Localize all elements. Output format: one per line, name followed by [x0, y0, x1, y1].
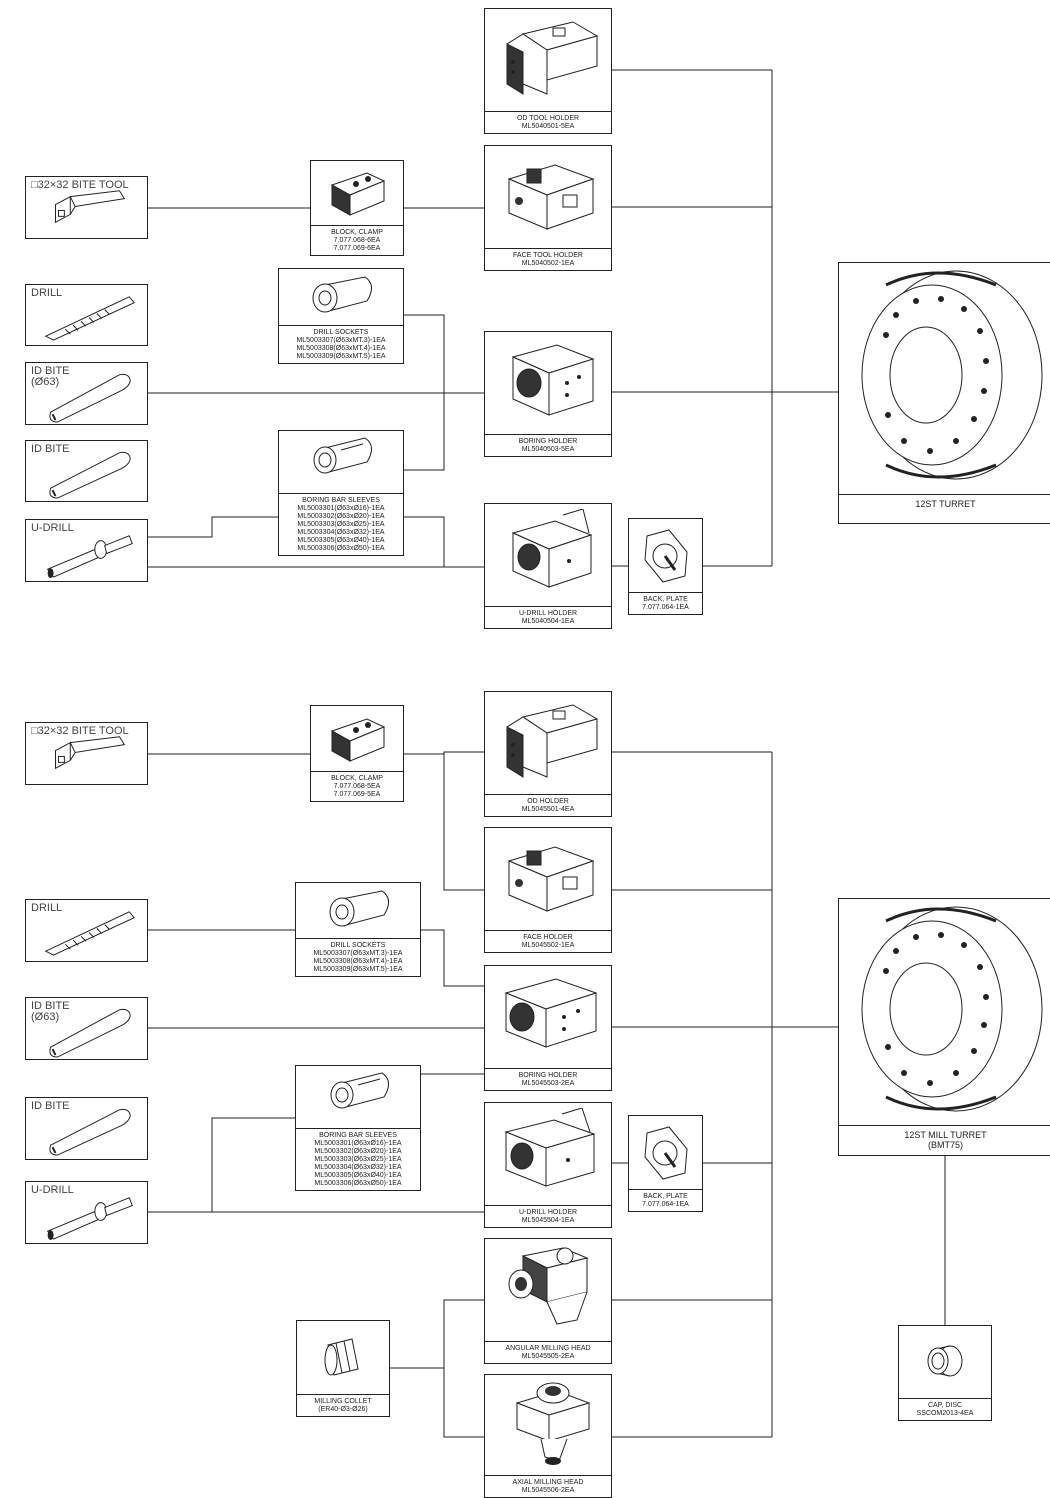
sleeve-icon [330, 1072, 389, 1109]
holder-boring[interactable]: BORING HOLDER ML5045503-2EA [484, 965, 612, 1091]
boring-holder-icon [511, 344, 595, 416]
holder-caption: FACE HOLDER ML5045502-1EA [485, 930, 611, 952]
tool-label: U-DRILL [31, 522, 74, 534]
tool-label: □32×32 BITE TOOL [31, 179, 129, 191]
accessory-block-clamp[interactable]: BLOCK, CLAMP 7.077.068-5EA 7.077.069-5EA [310, 705, 404, 802]
tool-label: □32×32 BITE TOOL [31, 725, 129, 737]
collet-icon [324, 1337, 359, 1376]
boring-holder-icon [504, 978, 598, 1048]
tool-label: ID BITE (Ø63) [31, 365, 70, 388]
holder-caption: FACE TOOL HOLDER ML5040502-1EA [485, 248, 611, 270]
udrill-holder-icon [511, 509, 593, 588]
tool-label: ID BITE (Ø63) [31, 1000, 70, 1023]
accessory-caption: BACK, PLATE 7.077.064-1EA [629, 1189, 702, 1211]
accessory-caption: BLOCK, CLAMP 7.077.068-5EA 7.077.069-5EA [311, 771, 403, 801]
turret-12st[interactable]: 12ST TURRET [838, 262, 1050, 524]
drill-socket-icon [312, 276, 372, 313]
face-holder-icon [507, 846, 595, 912]
accessory-drill-sockets[interactable]: DRILL SOCKETS ML5003307(Ø63xMT.3)-1EA ML… [295, 882, 421, 977]
drill-icon [44, 296, 135, 341]
holder-caption: ANGULAR MILLING HEAD ML5045505-2EA [485, 1341, 611, 1363]
clamp-block-icon [330, 717, 386, 762]
cap-caption: CAP, DISC SSCOM2013-4EA [899, 1398, 991, 1420]
tool-id-bite-63[interactable]: ID BITE (Ø63) [25, 997, 148, 1060]
accessory-boring-bar-sleeves[interactable]: BORING BAR SLEEVES ML5003301(Ø63xØ16)-1E… [295, 1065, 421, 1191]
axial-head-icon [515, 1382, 591, 1465]
accessory-caption: MILLING COLLET (ER40-Ø3-Ø26) [297, 1394, 389, 1416]
turret-caption: 12ST MILL TURRET (BMT75) [839, 1125, 1050, 1155]
tool-drill[interactable]: DRILL [25, 899, 148, 962]
drill-socket-icon [329, 889, 389, 926]
u-drill-icon [46, 535, 133, 579]
cap-disc-icon [927, 1345, 963, 1377]
accessory-caption: BORING BAR SLEEVES ML5003301(Ø63xØ16)-1E… [279, 493, 403, 555]
tool-label: ID BITE [31, 1100, 70, 1112]
holder-caption: BORING HOLDER ML5040503-5EA [485, 434, 611, 456]
back-plate-icon [643, 528, 688, 583]
accessory-caption: BACK, PLATE 7.077.064-1EA [629, 592, 702, 614]
turret-icon [861, 270, 1042, 480]
tool-u-drill[interactable]: U-DRILL [25, 519, 148, 582]
holder-caption: OD HOLDER ML5045501-4EA [485, 794, 611, 816]
accessory-back-plate[interactable]: BACK, PLATE 7.077.064-1EA [628, 1115, 703, 1212]
accessory-caption: BORING BAR SLEEVES ML5003301(Ø63xØ16)-1E… [296, 1128, 420, 1190]
accessory-back-plate[interactable]: BACK, PLATE 7.077.064-1EA [628, 518, 703, 615]
accessory-caption: DRILL SOCKETS ML5003307(Ø63xMT.3)-1EA ML… [296, 938, 420, 976]
tool-label: ID BITE [31, 443, 70, 455]
holder-caption: AXIAL MILLING HEAD ML5045506-2EA [485, 1475, 611, 1497]
holder-angular-milling-head[interactable]: ANGULAR MILLING HEAD ML5045505-2EA [484, 1238, 612, 1364]
angular-head-icon [508, 1247, 589, 1325]
id-bite-icon [49, 1008, 131, 1058]
turret-12st-mill[interactable]: 12ST MILL TURRET (BMT75) [838, 898, 1050, 1156]
holder-od-tool[interactable]: OD TOOL HOLDER ML5040501-5EA [484, 8, 612, 134]
tool-id-bite-63[interactable]: ID BITE (Ø63) [25, 362, 148, 425]
holder-od[interactable]: OD HOLDER ML5045501-4EA [484, 691, 612, 817]
holder-axial-milling-head[interactable]: AXIAL MILLING HEAD ML5045506-2EA [484, 1374, 612, 1498]
holder-caption: U-DRILL HOLDER ML5040504-1EA [485, 606, 611, 628]
accessory-drill-sockets[interactable]: DRILL SOCKETS ML5003307(Ø63xMT.3)-1EA ML… [278, 268, 404, 364]
holder-u-drill[interactable]: U-DRILL HOLDER ML5040504-1EA [484, 503, 612, 629]
od-holder-icon [506, 704, 599, 778]
tool-id-bite[interactable]: ID BITE [25, 440, 148, 502]
bite-tool-icon [55, 736, 126, 770]
turret-caption: 12ST TURRET [839, 494, 1050, 523]
accessory-milling-collet[interactable]: MILLING COLLET (ER40-Ø3-Ø26) [296, 1320, 390, 1417]
tool-bite-tool[interactable]: □32×32 BITE TOOL [25, 722, 148, 785]
udrill-holder-icon [504, 1108, 596, 1187]
tool-id-bite[interactable]: ID BITE [25, 1097, 148, 1160]
accessory-block-clamp[interactable]: BLOCK, CLAMP 7.077.068-6EA 7.077.069-6EA [310, 160, 404, 256]
accessory-boring-bar-sleeves[interactable]: BORING BAR SLEEVES ML5003301(Ø63xØ16)-1E… [278, 430, 404, 556]
tool-label: DRILL [31, 902, 63, 914]
cap-disc[interactable]: CAP, DISC SSCOM2013-4EA [898, 1325, 992, 1421]
tool-bite-tool[interactable]: □32×32 BITE TOOL [25, 176, 148, 239]
u-drill-icon [46, 1197, 133, 1241]
holder-face-tool[interactable]: FACE TOOL HOLDER ML5040502-1EA [484, 145, 612, 271]
holder-caption: BORING HOLDER ML5045503-2EA [485, 1068, 611, 1090]
accessory-caption: BLOCK, CLAMP 7.077.068-6EA 7.077.069-6EA [311, 225, 403, 255]
id-bite-icon [49, 451, 131, 499]
tool-drill[interactable]: DRILL [25, 284, 148, 346]
accessory-caption: DRILL SOCKETS ML5003307(Ø63xMT.3)-1EA ML… [279, 325, 403, 363]
holder-u-drill[interactable]: U-DRILL HOLDER ML5045504-1EA [484, 1102, 612, 1228]
face-holder-icon [507, 164, 595, 230]
id-bite-icon [49, 373, 131, 423]
bite-tool-icon [55, 190, 126, 224]
mill-turret-icon [861, 906, 1042, 1112]
id-bite-icon [49, 1108, 131, 1156]
holder-caption: OD TOOL HOLDER ML5040501-5EA [485, 111, 611, 133]
holder-face[interactable]: FACE HOLDER ML5045502-1EA [484, 827, 612, 953]
tool-u-drill[interactable]: U-DRILL [25, 1181, 148, 1244]
back-plate-icon [643, 1125, 688, 1180]
sleeve-icon [313, 437, 372, 474]
tool-label: DRILL [31, 287, 63, 299]
drill-icon [44, 911, 135, 956]
clamp-block-icon [330, 172, 386, 216]
tool-label: U-DRILL [31, 1184, 74, 1196]
od-holder-icon [506, 21, 599, 95]
holder-caption: U-DRILL HOLDER ML5045504-1EA [485, 1205, 611, 1227]
holder-boring[interactable]: BORING HOLDER ML5040503-5EA [484, 331, 612, 457]
